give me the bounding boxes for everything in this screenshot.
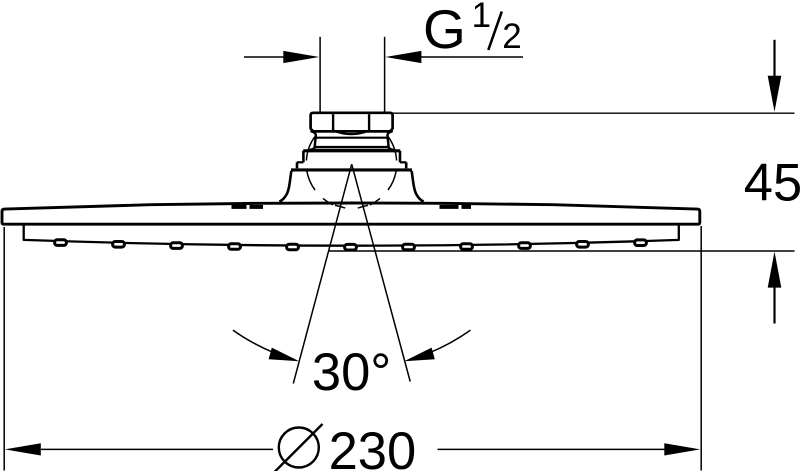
svg-text:G: G bbox=[423, 0, 466, 60]
svg-text:45: 45 bbox=[744, 154, 800, 213]
svg-text:1: 1 bbox=[472, 0, 491, 35]
svg-text:2: 2 bbox=[502, 17, 521, 56]
svg-text:230: 230 bbox=[329, 422, 417, 471]
svg-text:30°: 30° bbox=[312, 343, 391, 402]
